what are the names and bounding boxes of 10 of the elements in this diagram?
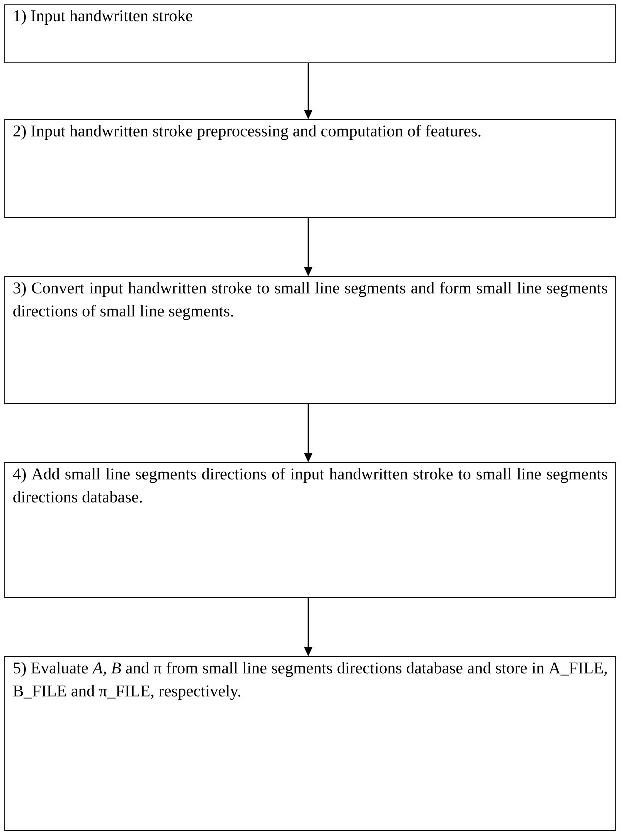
box-text: 4) Add small line segments directions of input handwritten stroke to small line segments directions database.: [13, 468, 608, 503]
process-box: [4, 276, 616, 404]
process-box: [4, 656, 616, 832]
process-box: [4, 462, 616, 598]
box-text: 3) Convert input handwritten stroke to small line segments and form small line segments directions of small line segments.: [14, 282, 608, 320]
process-box: [4, 120, 616, 218]
box-text: 2) Input handwritten stroke preprocessing and computation of features.: [14, 125, 481, 140]
process-box: [4, 4, 616, 64]
box-text: 5) Evaluate A, B and π from small line segments directions database and store in A_FILE, B_FILE and π_FILE, respectively.: [13, 662, 607, 700]
box-text: 1) Input handwritten stroke: [14, 10, 192, 25]
